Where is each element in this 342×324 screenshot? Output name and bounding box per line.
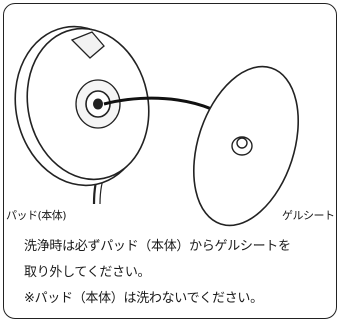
pad-button [70, 31, 105, 59]
gel-sheet [192, 65, 300, 227]
instructions: 洗浄時は必ずパッド（本体）からゲルシートを 取り外してください。 ※パッド（本体… [24, 234, 336, 312]
instruction-line-1: 洗浄時は必ずパッド（本体）からゲルシートを [24, 239, 291, 254]
instruction-line-2: 取り外してください。 [24, 265, 151, 280]
illustration [14, 25, 300, 227]
pad-device [14, 25, 150, 205]
pad-label: パッド(本体) [6, 209, 67, 222]
gel-sheet-label: ゲルシート [282, 209, 335, 222]
instruction-line-3: ※パッド（本体）は洗わないでください。 [24, 291, 263, 306]
